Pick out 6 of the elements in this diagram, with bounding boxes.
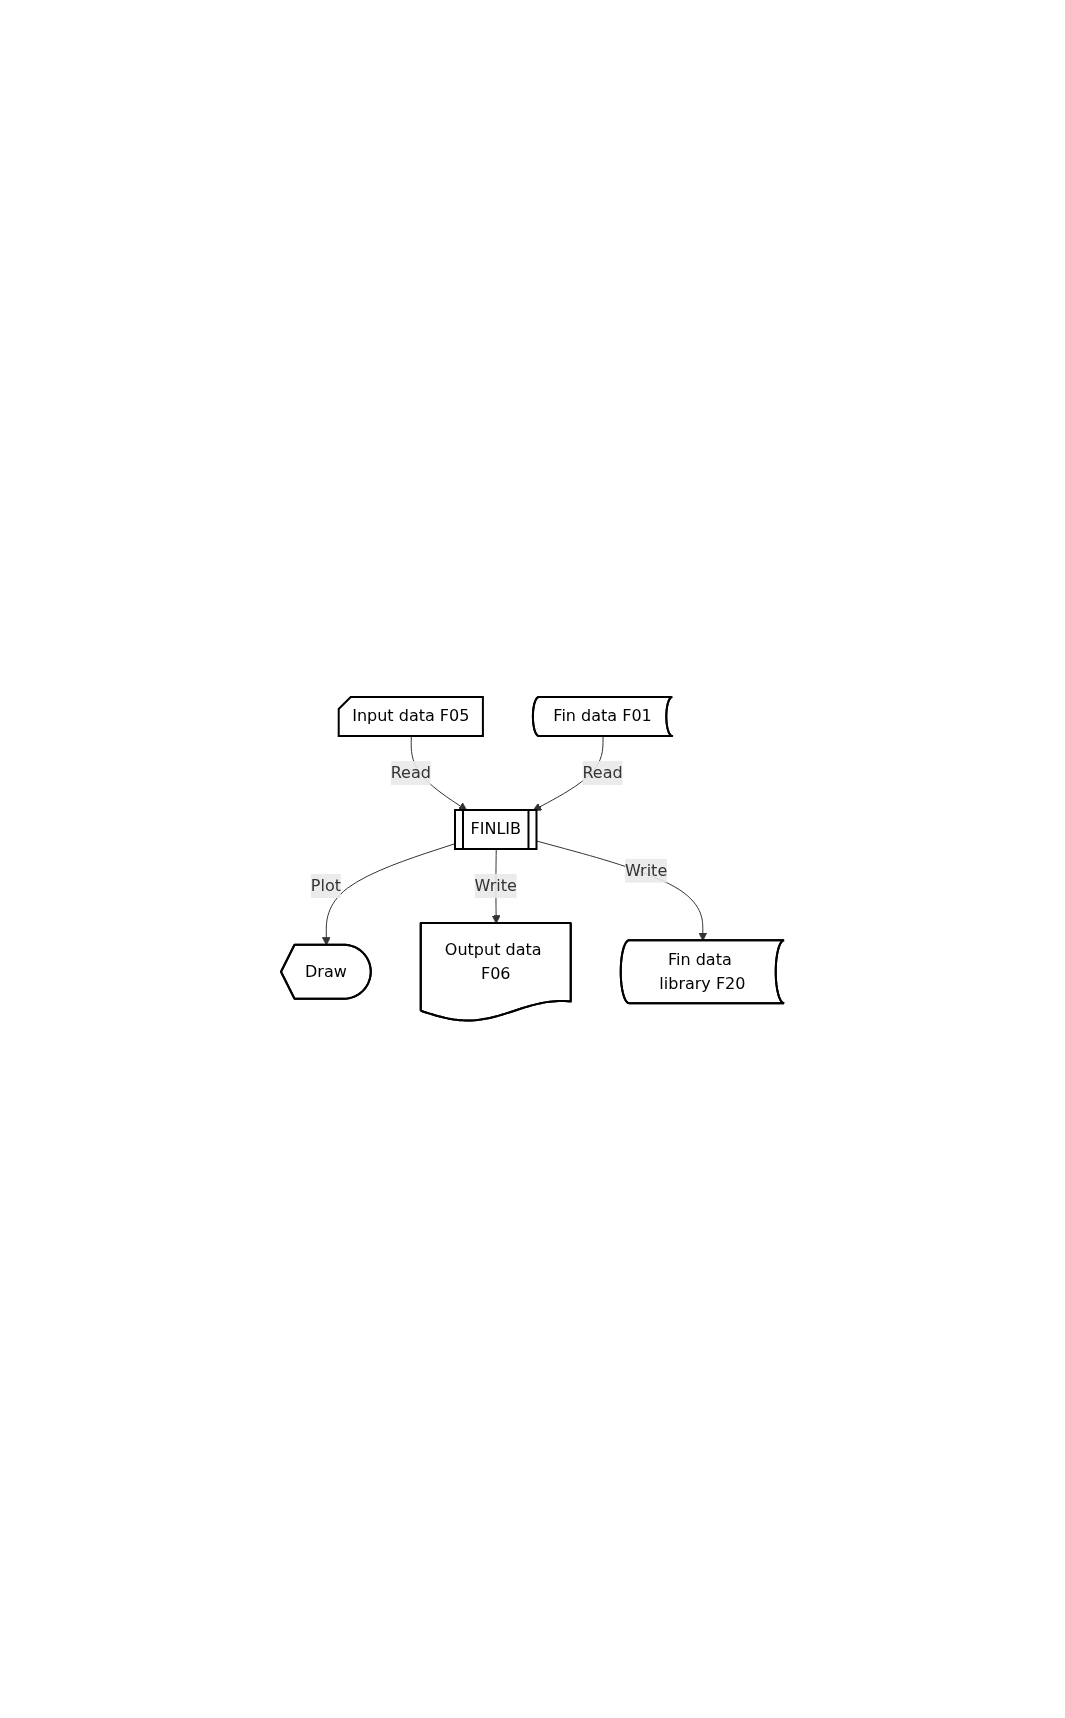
- edge-label: Read: [390, 763, 431, 783]
- edge-label: Plot: [310, 876, 341, 896]
- edge-label: Read: [582, 763, 623, 783]
- arrow: [321, 843, 456, 946]
- edge-label: Write: [624, 860, 668, 880]
- edge-label: Write: [474, 876, 517, 896]
